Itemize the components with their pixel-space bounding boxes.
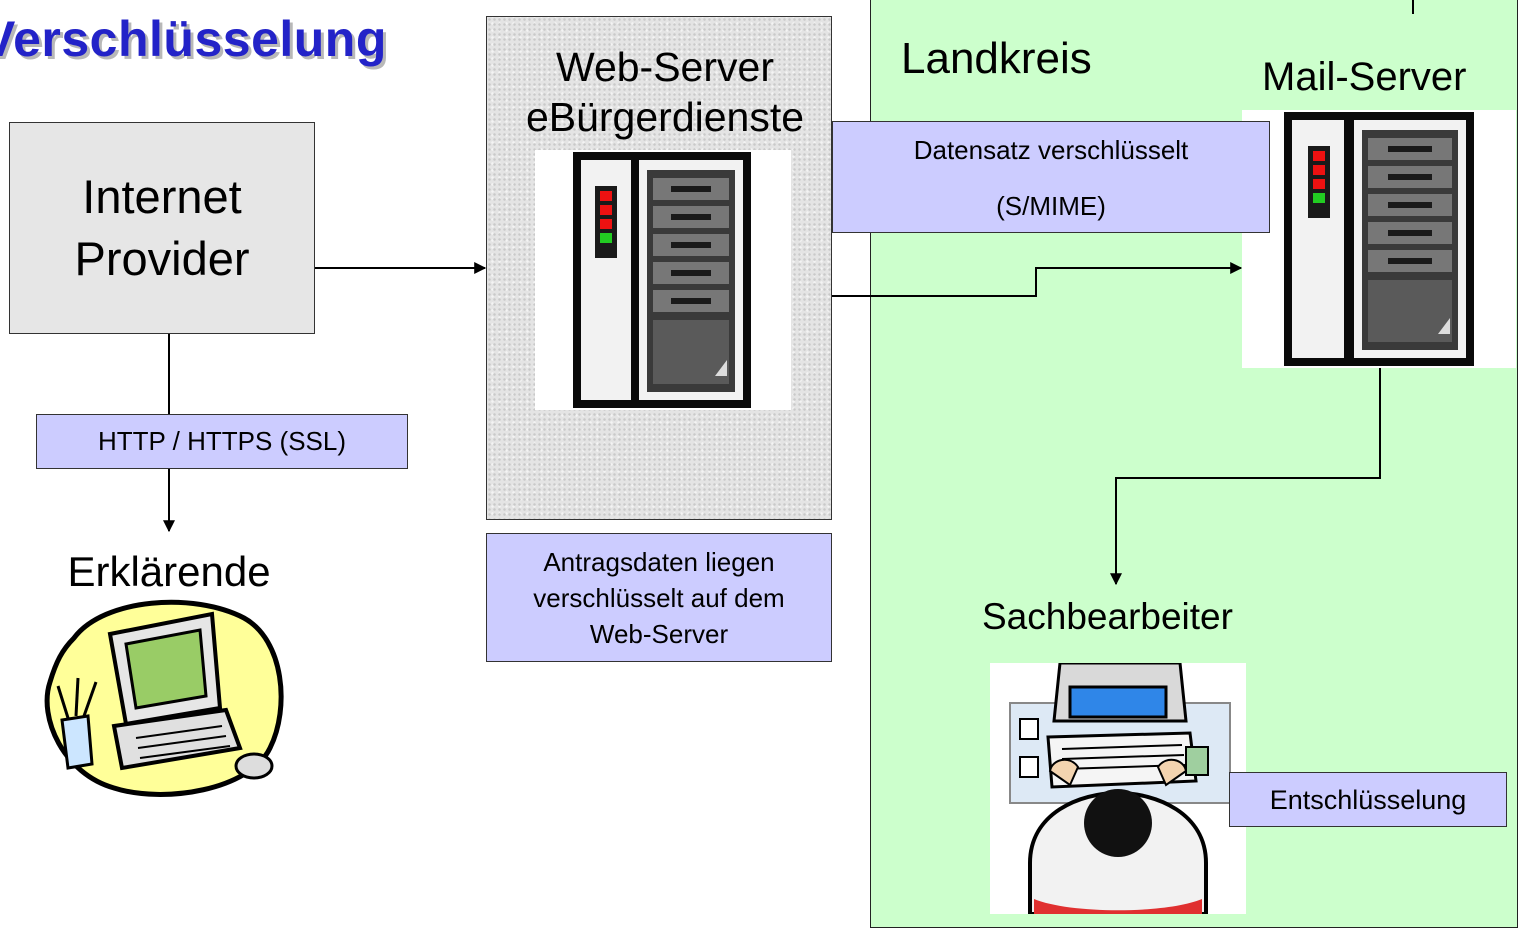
mail-server-label: Mail-Server	[1262, 55, 1467, 99]
mailserver-to-clerk-arrow	[1110, 368, 1381, 586]
web-server-icon	[535, 150, 791, 410]
landkreis-label: Landkreis	[901, 34, 1092, 83]
webserver-to-mailserver-arrow	[832, 262, 1243, 297]
decryption-label: Entschlüsselung	[1229, 772, 1507, 827]
web-server-label: Web-Server eBürgerdienste	[525, 44, 805, 140]
application-data-label: Antragsdaten liegen verschlüsselt auf de…	[486, 533, 832, 662]
computer-clipart-icon	[44, 599, 284, 797]
mail-server-icon	[1242, 110, 1516, 368]
page-title: Verschlüsselung	[0, 11, 387, 67]
client-label: Erklärende	[67, 548, 271, 595]
http-protocol-label: HTTP / HTTPS (SSL)	[36, 414, 408, 469]
internet-provider-box: Internet Provider	[9, 122, 315, 334]
encrypted-record-label: Datensatz verschlüsselt (S/MIME)	[832, 121, 1270, 233]
clerk-label: Sachbearbeiter	[982, 596, 1233, 637]
